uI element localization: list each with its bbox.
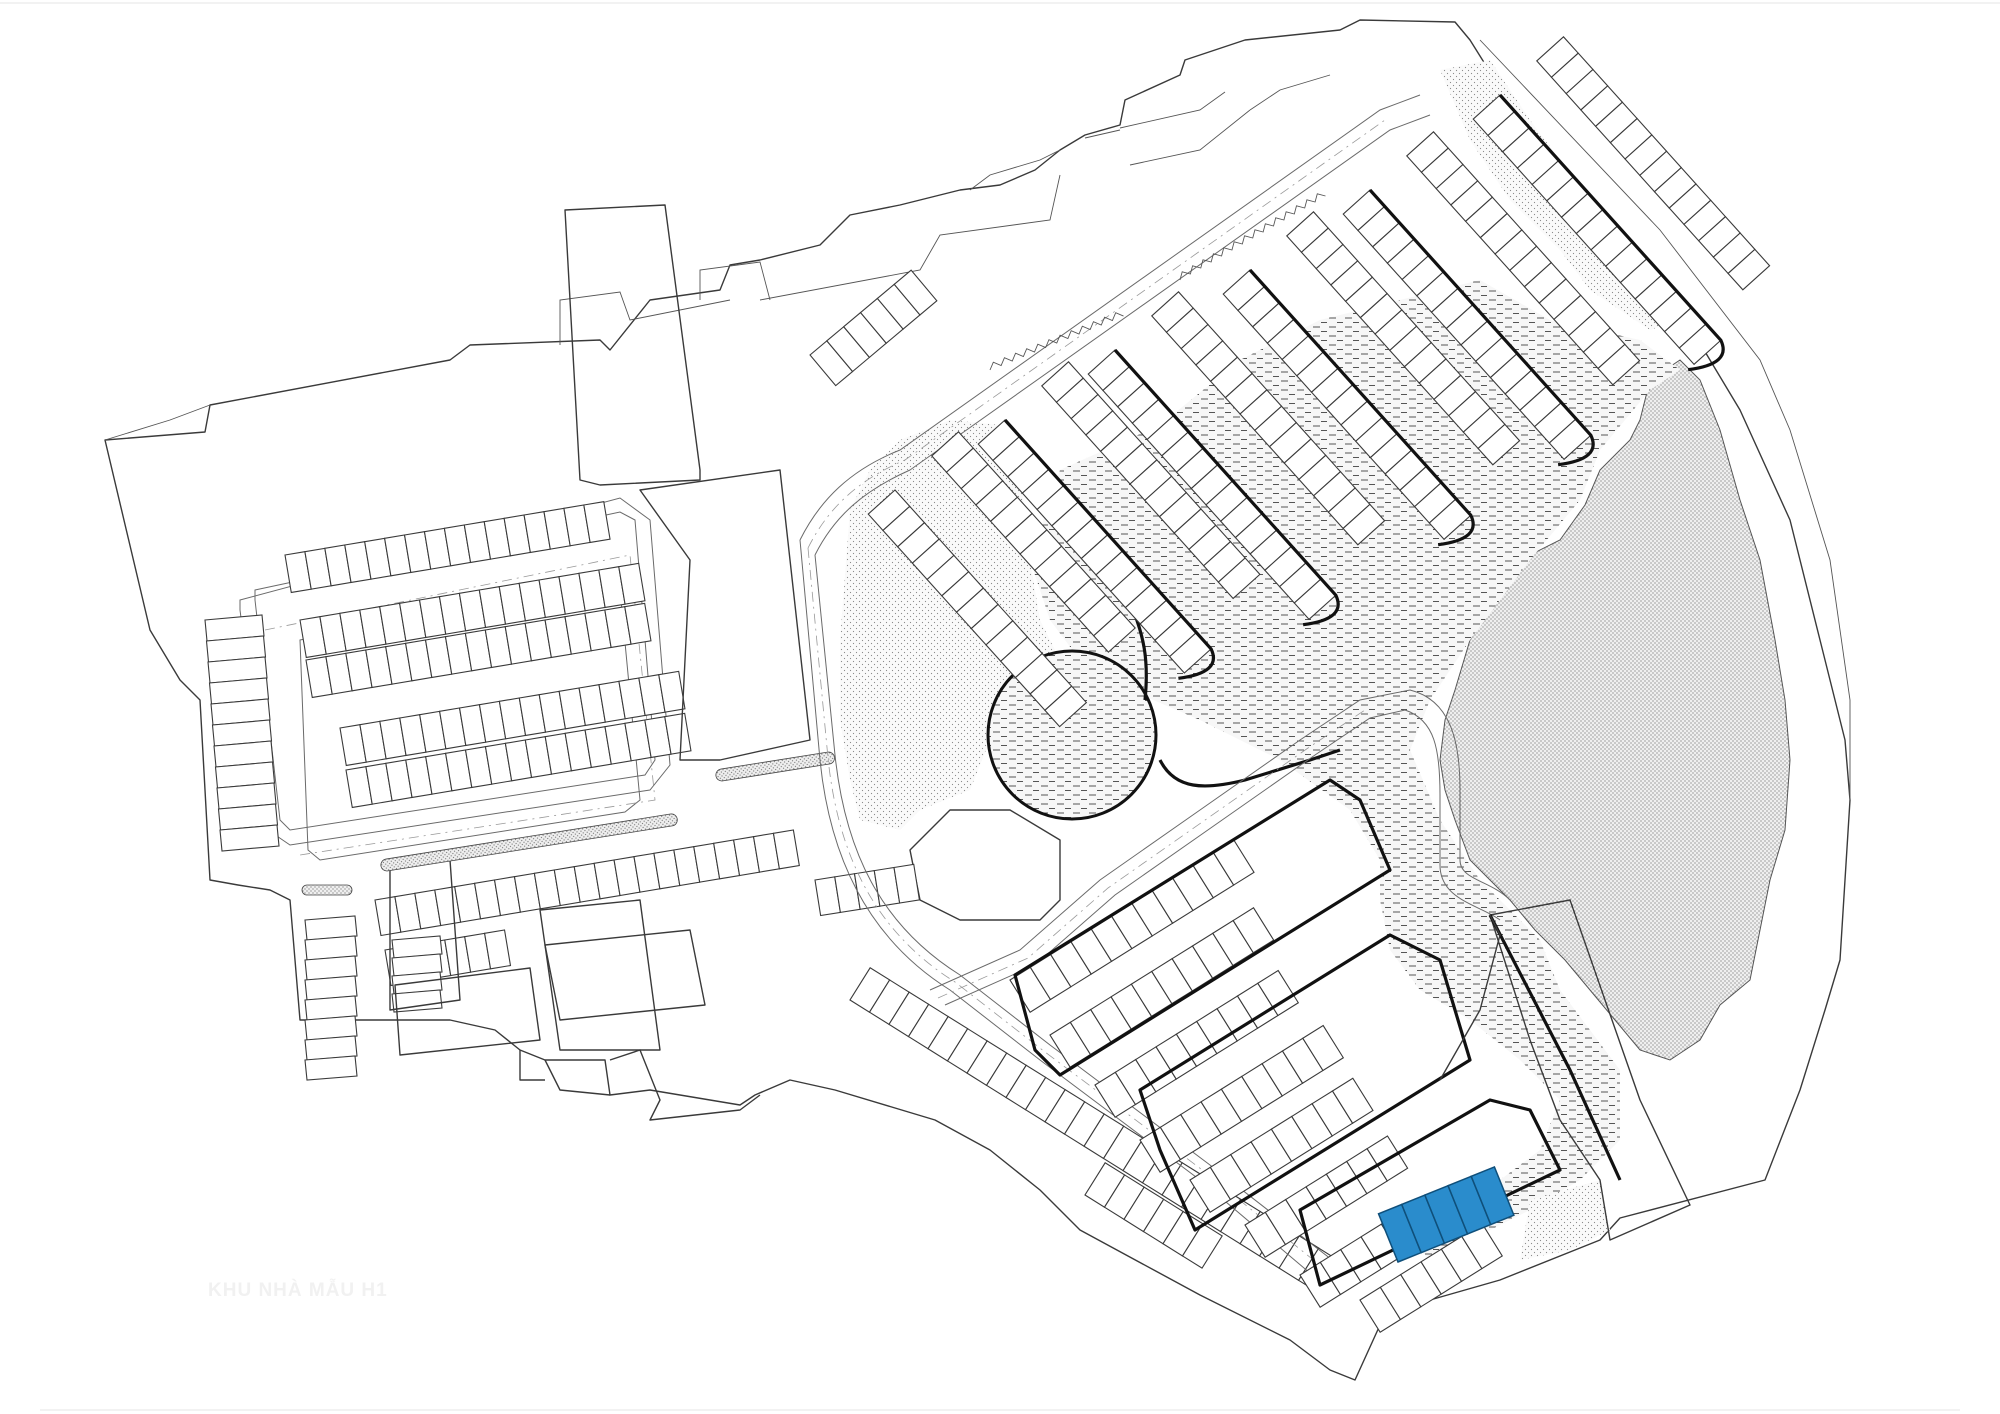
- cluster-outline: [1298, 1098, 1562, 1287]
- lot: [893, 863, 921, 904]
- lot: [304, 1035, 358, 1061]
- northeast-housing-clusters: [867, 36, 1771, 728]
- neighbour-parcels-north: [104, 74, 1331, 441]
- lot: [391, 971, 443, 995]
- lot: [304, 1055, 358, 1081]
- lot: [304, 995, 358, 1021]
- lot: [304, 955, 358, 981]
- cluster-outline: [1138, 933, 1472, 1232]
- lot: [304, 915, 358, 941]
- lot: [618, 562, 646, 605]
- cluster-outline: [1498, 93, 1725, 372]
- highlighted-lot[interactable]: [1470, 1165, 1515, 1226]
- lot: [1092, 610, 1136, 653]
- lot: [219, 824, 280, 852]
- lot: [391, 953, 443, 977]
- lot: [658, 670, 686, 713]
- lot: [1302, 1024, 1345, 1072]
- neighbour-parcels-south: [519, 1049, 761, 1121]
- hillside-area: [1439, 359, 1791, 1061]
- lot: [391, 989, 443, 1013]
- southeast-housing-clusters: [1009, 778, 1562, 1333]
- lot: [772, 829, 800, 870]
- cluster-outline: [1003, 418, 1215, 680]
- lot: [1597, 343, 1641, 386]
- commercial-lot-edge: [1488, 914, 1622, 1181]
- highlighted-lots-h1[interactable]: [1377, 1165, 1515, 1263]
- green-strip-south: [1520, 1180, 1610, 1260]
- lot: [1331, 1077, 1374, 1124]
- cluster-outline: [1368, 188, 1595, 467]
- commercial-lot-side: [1439, 914, 1501, 1081]
- lot: [583, 501, 611, 544]
- lot: [304, 975, 358, 1001]
- cluster-outline: [1248, 268, 1475, 547]
- lot: [1044, 685, 1088, 728]
- neighbour-east: [1479, 39, 1851, 800]
- lot: [1342, 503, 1386, 546]
- lot: [1181, 1222, 1223, 1269]
- lot: [664, 712, 692, 755]
- lot: [1477, 423, 1521, 466]
- lot: [1257, 969, 1300, 1017]
- commercial-lot-southeast: [1489, 899, 1691, 1241]
- lot: [624, 602, 652, 645]
- round-pond: [986, 649, 1158, 821]
- lot: [1727, 248, 1771, 291]
- lot: [391, 935, 443, 959]
- map-caption: KHU NHÀ MẪU H1: [208, 1280, 388, 1301]
- building-block-west: [909, 809, 1061, 921]
- west-residential-block: [204, 204, 1340, 1294]
- cluster-outline: [1013, 778, 1392, 1077]
- cluster-outline: [1113, 348, 1340, 627]
- lot: [1217, 557, 1261, 600]
- lot: [1232, 907, 1275, 954]
- lot: [304, 935, 358, 961]
- lot: [304, 1015, 358, 1041]
- lot: [893, 269, 938, 316]
- lot: [483, 929, 512, 970]
